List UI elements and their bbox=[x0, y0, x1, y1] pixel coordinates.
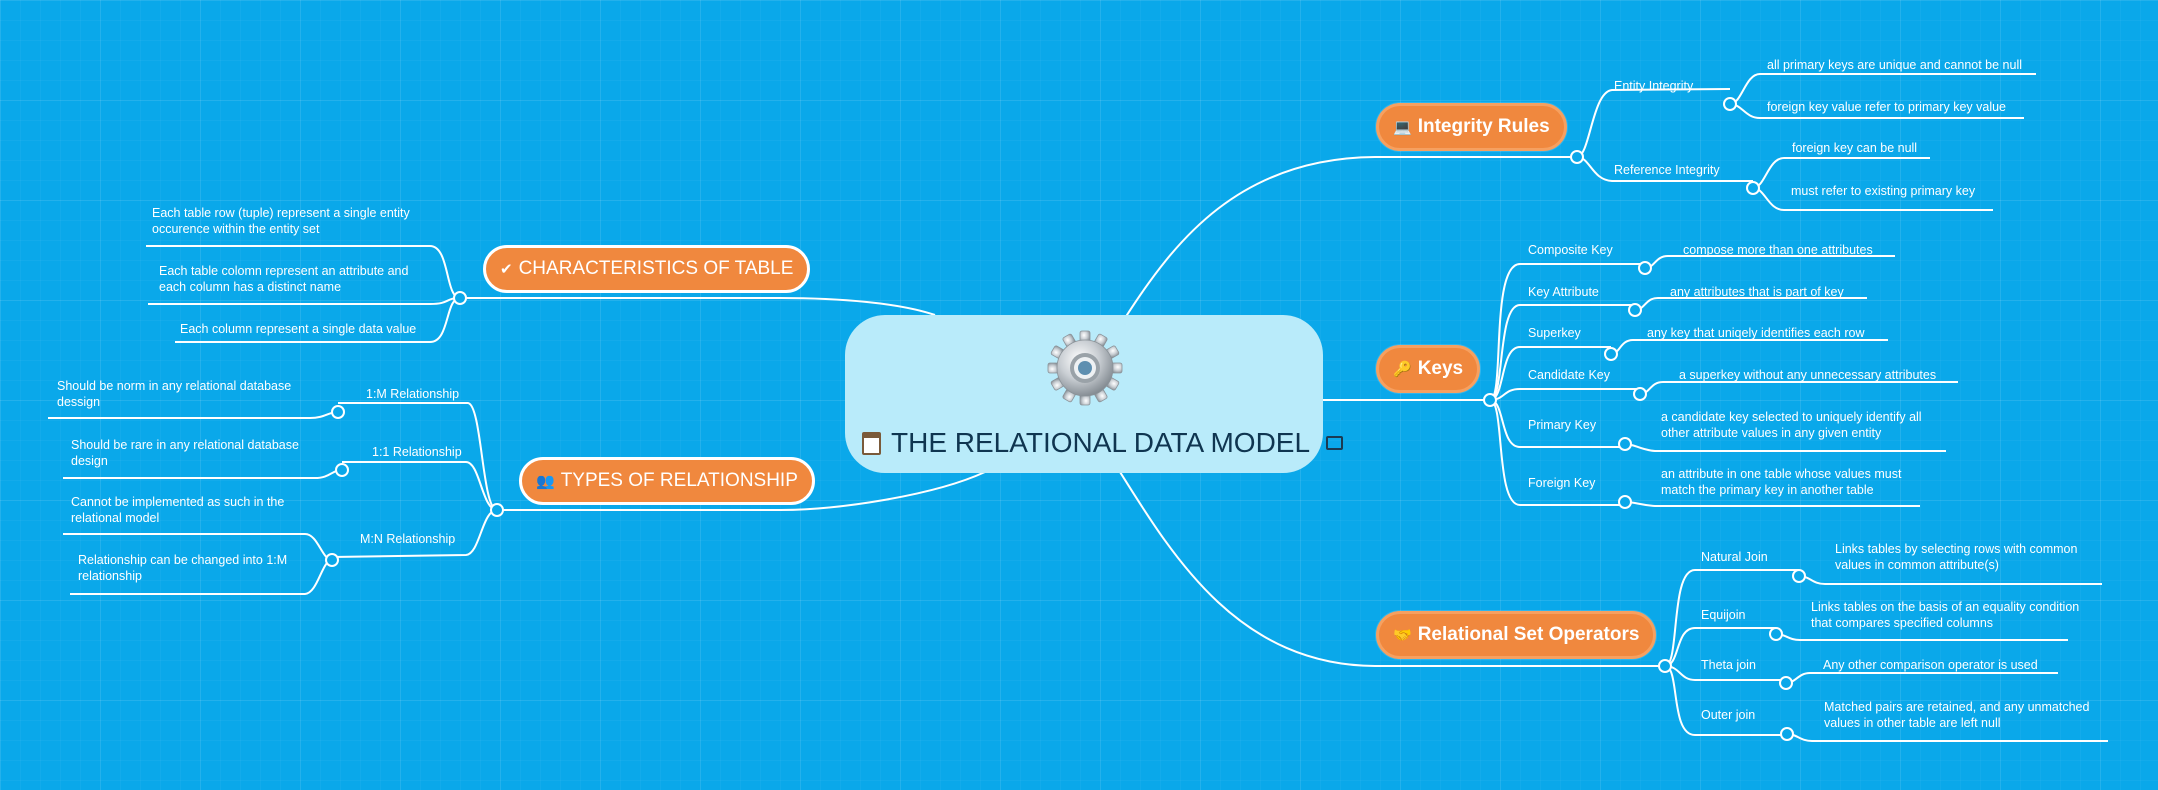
link-relational-set-operators bbox=[1119, 471, 1665, 667]
link-types-of-relationship bbox=[497, 471, 986, 511]
laptop-icon: 💻 bbox=[1393, 119, 1412, 136]
integrity-detail[interactable]: must refer to existing primary key bbox=[1791, 184, 1976, 198]
subtopic-natural-join[interactable]: Natural Join bbox=[1701, 550, 1768, 564]
handshake-icon: 🤝 bbox=[1393, 627, 1412, 644]
topic-types-of-relationship[interactable]: 👥 TYPES OF RELATIONSHIP bbox=[519, 457, 815, 505]
subtopic-1m-relationship[interactable]: 1:M Relationship bbox=[366, 387, 460, 401]
relationship-detail[interactable]: Relationship can be changed into 1:M rel… bbox=[78, 553, 288, 583]
subtopic-composite-key[interactable]: Composite Key bbox=[1528, 243, 1613, 257]
subtopic-reference-integrity[interactable]: Reference Integrity bbox=[1614, 163, 1720, 177]
document-icon bbox=[862, 431, 881, 455]
subtopic-primary-key[interactable]: Primary Key bbox=[1528, 418, 1597, 432]
image-icon bbox=[1326, 436, 1344, 450]
subtopic-entity-integrity[interactable]: Entity Integrity bbox=[1614, 79, 1694, 93]
topic-title: Keys bbox=[1417, 358, 1464, 379]
topic-integrity-rules[interactable]: 💻 Integrity Rules bbox=[1376, 103, 1567, 151]
people-icon: 👥 bbox=[536, 473, 555, 490]
topic-title: Integrity Rules bbox=[1417, 116, 1550, 137]
topic-title: Relational Set Operators bbox=[1417, 624, 1640, 645]
subtopic-outer-join[interactable]: Outer join bbox=[1701, 708, 1756, 722]
topic-keys[interactable]: 🔑 Keys bbox=[1376, 345, 1481, 393]
relationship-detail[interactable]: Should be rare in any relational databas… bbox=[71, 438, 299, 468]
integrity-detail[interactable]: all primary keys are unique and cannot b… bbox=[1767, 58, 2023, 72]
topic-characteristics-of-table[interactable]: ✔ CHARACTERISTICS OF TABLE bbox=[483, 245, 811, 293]
topic-title: CHARACTERISTICS OF TABLE bbox=[518, 258, 794, 279]
integrity-detail[interactable]: foreign key value refer to primary key v… bbox=[1767, 100, 2006, 114]
topic-title: TYPES OF RELATIONSHIP bbox=[560, 470, 798, 491]
integrity-detail[interactable]: foreign key can be null bbox=[1792, 141, 1918, 155]
operator-detail[interactable]: Links tables on the basis of an equality… bbox=[1811, 600, 2080, 630]
check-icon: ✔ bbox=[500, 261, 513, 278]
characteristic-item[interactable]: Each column represent a single data valu… bbox=[180, 322, 417, 336]
subtopic-candidate-key[interactable]: Candidate Key bbox=[1528, 368, 1611, 382]
link-characteristics bbox=[460, 297, 936, 316]
topic-relational-set-operators[interactable]: 🤝 Relational Set Operators bbox=[1376, 611, 1657, 659]
key-detail[interactable]: any attributes that is part of key bbox=[1670, 285, 1844, 299]
key-detail[interactable]: compose more than one attributes bbox=[1683, 243, 1873, 257]
key-detail[interactable]: a candidate key selected to uniquely ide… bbox=[1661, 410, 1922, 440]
gear-icon bbox=[1047, 330, 1123, 406]
relationship-detail[interactable]: Cannot be implemented as such in the rel… bbox=[71, 495, 285, 525]
operator-detail[interactable]: Matched pairs are retained, and any unma… bbox=[1824, 700, 2090, 730]
characteristic-item[interactable]: Each table colomn represent an attribute… bbox=[159, 264, 409, 294]
operator-detail[interactable]: Any other comparison operator is used bbox=[1823, 658, 2038, 672]
link-integrity-rules bbox=[1124, 156, 1577, 319]
central-topic-title: THE RELATIONAL DATA MODEL bbox=[891, 427, 1311, 458]
subtopic-11-relationship[interactable]: 1:1 Relationship bbox=[372, 445, 462, 459]
operator-detail[interactable]: Links tables by selecting rows with comm… bbox=[1835, 542, 2078, 572]
key-detail[interactable]: a superkey without any unnecessary attri… bbox=[1679, 368, 1937, 382]
characteristic-item[interactable]: Each table row (tuple) represent a singl… bbox=[152, 206, 410, 236]
central-topic-title-row: THE RELATIONAL DATA MODEL bbox=[862, 423, 1344, 463]
subtopic-foreign-key[interactable]: Foreign Key bbox=[1528, 476, 1596, 490]
subtopic-equijoin[interactable]: Equijoin bbox=[1701, 608, 1746, 622]
subtopic-mn-relationship[interactable]: M:N Relationship bbox=[360, 532, 456, 546]
key-icon: 🔑 bbox=[1393, 361, 1412, 378]
subtopic-key-attribute[interactable]: Key Attribute bbox=[1528, 285, 1599, 299]
relationship-detail[interactable]: Should be norm in any relational databas… bbox=[57, 379, 292, 409]
key-detail[interactable]: an attribute in one table whose values m… bbox=[1661, 467, 1902, 497]
subtopic-theta-join[interactable]: Theta join bbox=[1701, 658, 1756, 672]
key-detail[interactable]: any key that uniqely identifies each row bbox=[1647, 326, 1865, 340]
subtopic-superkey[interactable]: Superkey bbox=[1528, 326, 1581, 340]
